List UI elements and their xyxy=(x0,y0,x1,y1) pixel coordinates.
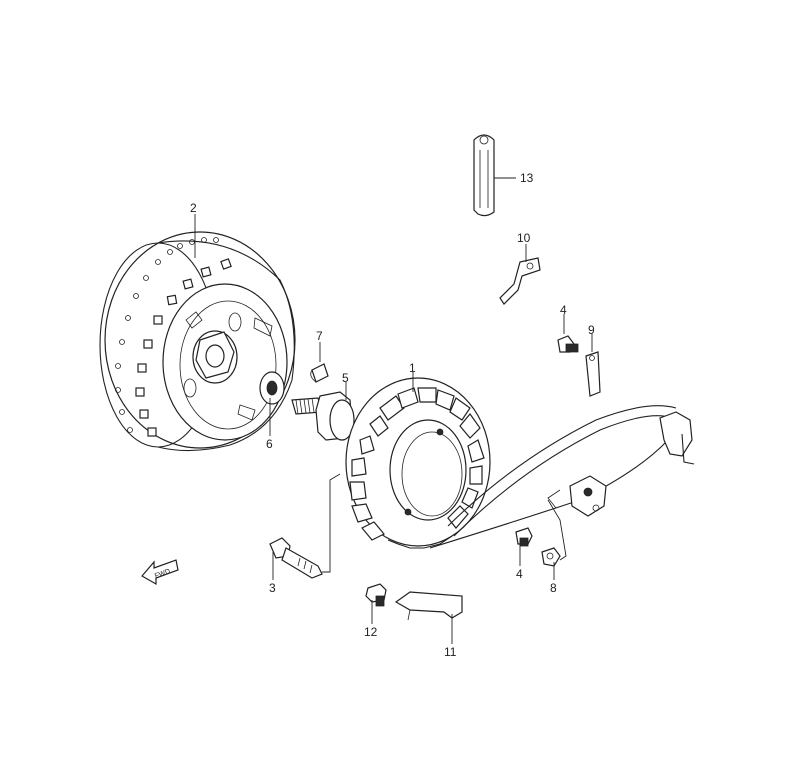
wire-harness xyxy=(429,405,695,549)
fwd-arrow-icon: FWD xyxy=(141,559,179,586)
part-stator xyxy=(345,377,491,549)
callout-13: 13 xyxy=(520,171,534,185)
callout-3: 3 xyxy=(269,581,276,595)
part-clamp-8 xyxy=(541,547,561,567)
part-rotor-bolt xyxy=(291,391,355,441)
part-rotor xyxy=(99,231,296,452)
part-plate-11 xyxy=(394,591,463,621)
part-stator-bolt xyxy=(269,537,323,579)
callout-4-lower: 4 xyxy=(516,567,523,581)
callout-9: 9 xyxy=(588,323,595,337)
part-key xyxy=(310,363,329,383)
part-screw-12 xyxy=(365,583,387,607)
callout-2: 2 xyxy=(190,201,197,215)
callout-10: 10 xyxy=(517,231,531,245)
part-clamp-10 xyxy=(499,257,541,305)
part-washer xyxy=(259,371,285,405)
part-strap-13 xyxy=(473,134,495,217)
callout-labels: 1 2 3 4 4 5 6 7 8 9 10 11 12 13 xyxy=(190,171,595,659)
callout-8: 8 xyxy=(550,581,557,595)
leader-lines xyxy=(194,177,593,644)
rotor-rim-dots xyxy=(115,237,219,433)
part-strap-9 xyxy=(585,351,601,397)
stator-coils xyxy=(349,387,485,541)
callout-11: 11 xyxy=(444,645,457,659)
callout-1: 1 xyxy=(409,361,416,375)
callout-12: 12 xyxy=(364,625,378,639)
callout-4-upper: 4 xyxy=(560,303,567,317)
callout-5: 5 xyxy=(342,371,349,385)
callout-6: 6 xyxy=(266,437,273,451)
rotor-windows xyxy=(135,258,232,437)
part-screw-4-lower xyxy=(515,527,533,547)
callout-7: 7 xyxy=(316,329,323,343)
part-screw-4-upper xyxy=(557,335,579,353)
